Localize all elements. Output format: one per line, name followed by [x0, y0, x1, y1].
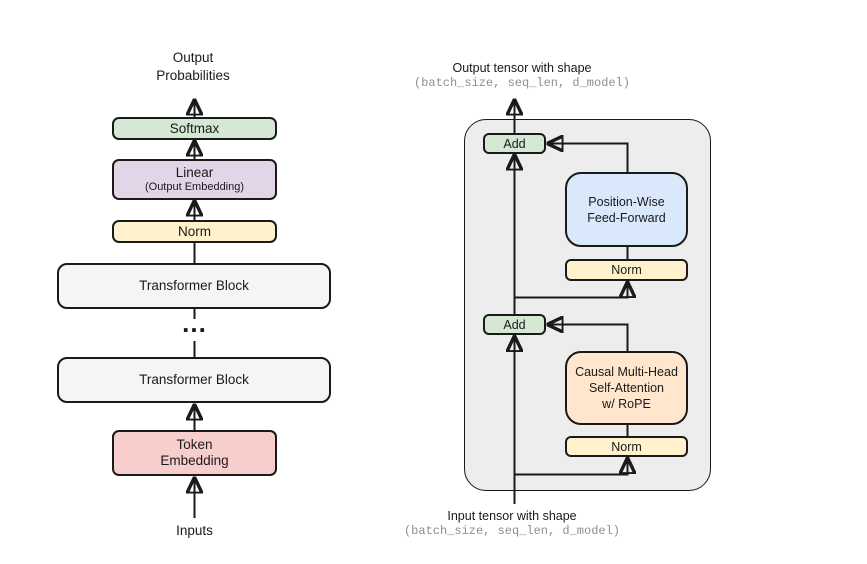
norm-bottom-label: Norm: [611, 439, 642, 454]
input-tensor-caption-line1: Input tensor with shape: [447, 509, 577, 523]
output-tensor-caption: Output tensor with shape (batch_size, se…: [391, 61, 653, 91]
output-probabilities-line2: Probabilities: [156, 68, 230, 83]
linear-label: Linear: [175, 165, 214, 180]
softmax-label: Softmax: [169, 120, 220, 136]
norm-box-left: Norm: [112, 220, 277, 243]
token-embedding-line2: Embedding: [160, 453, 229, 468]
add-bottom-box: Add: [483, 314, 546, 335]
softmax-box: Softmax: [112, 117, 277, 140]
token-embedding-box: Token Embedding: [112, 430, 277, 476]
output-tensor-shape: (batch_size, seq_len, d_model): [413, 76, 631, 90]
norm-bottom-box: Norm: [565, 436, 688, 457]
transformer-block-bottom-label: Transformer Block: [139, 372, 249, 387]
feed-forward-line2: Feed-Forward: [587, 210, 666, 225]
norm-top-label: Norm: [611, 263, 642, 277]
norm-top-box: Norm: [565, 259, 688, 281]
attention-line2: Self-Attention: [588, 381, 665, 395]
attention-line3: w/ RoPE: [602, 397, 651, 411]
output-tensor-caption-line1: Output tensor with shape: [452, 61, 592, 75]
transformer-block-bottom-box: Transformer Block: [57, 357, 331, 403]
inputs-label: Inputs: [176, 523, 213, 538]
transformer-block-top-label: Transformer Block: [139, 278, 249, 293]
token-embedding-line1: Token: [176, 437, 213, 452]
transformer-block-top-box: Transformer Block: [57, 263, 331, 309]
attention-box: Causal Multi-Head Self-Attention w/ RoPE: [565, 351, 688, 425]
feed-forward-line1: Position-Wise: [588, 194, 665, 209]
output-probabilities-caption: Output Probabilities: [93, 49, 293, 85]
add-top-label: Add: [503, 136, 526, 151]
add-bottom-label: Add: [503, 317, 526, 332]
linear-sublabel: (Output Embedding): [144, 181, 245, 193]
feed-forward-box: Position-Wise Feed-Forward: [565, 172, 688, 247]
input-tensor-caption: Input tensor with shape (batch_size, seq…: [381, 509, 643, 539]
output-probabilities-line1: Output: [172, 50, 214, 65]
stacked-blocks-ellipsis: ...: [182, 308, 207, 338]
attention-line1: Causal Multi-Head: [575, 365, 678, 379]
linear-box: Linear (Output Embedding): [112, 159, 277, 200]
input-tensor-shape: (batch_size, seq_len, d_model): [403, 524, 621, 538]
norm-label-left: Norm: [178, 223, 211, 239]
add-top-box: Add: [483, 133, 546, 154]
